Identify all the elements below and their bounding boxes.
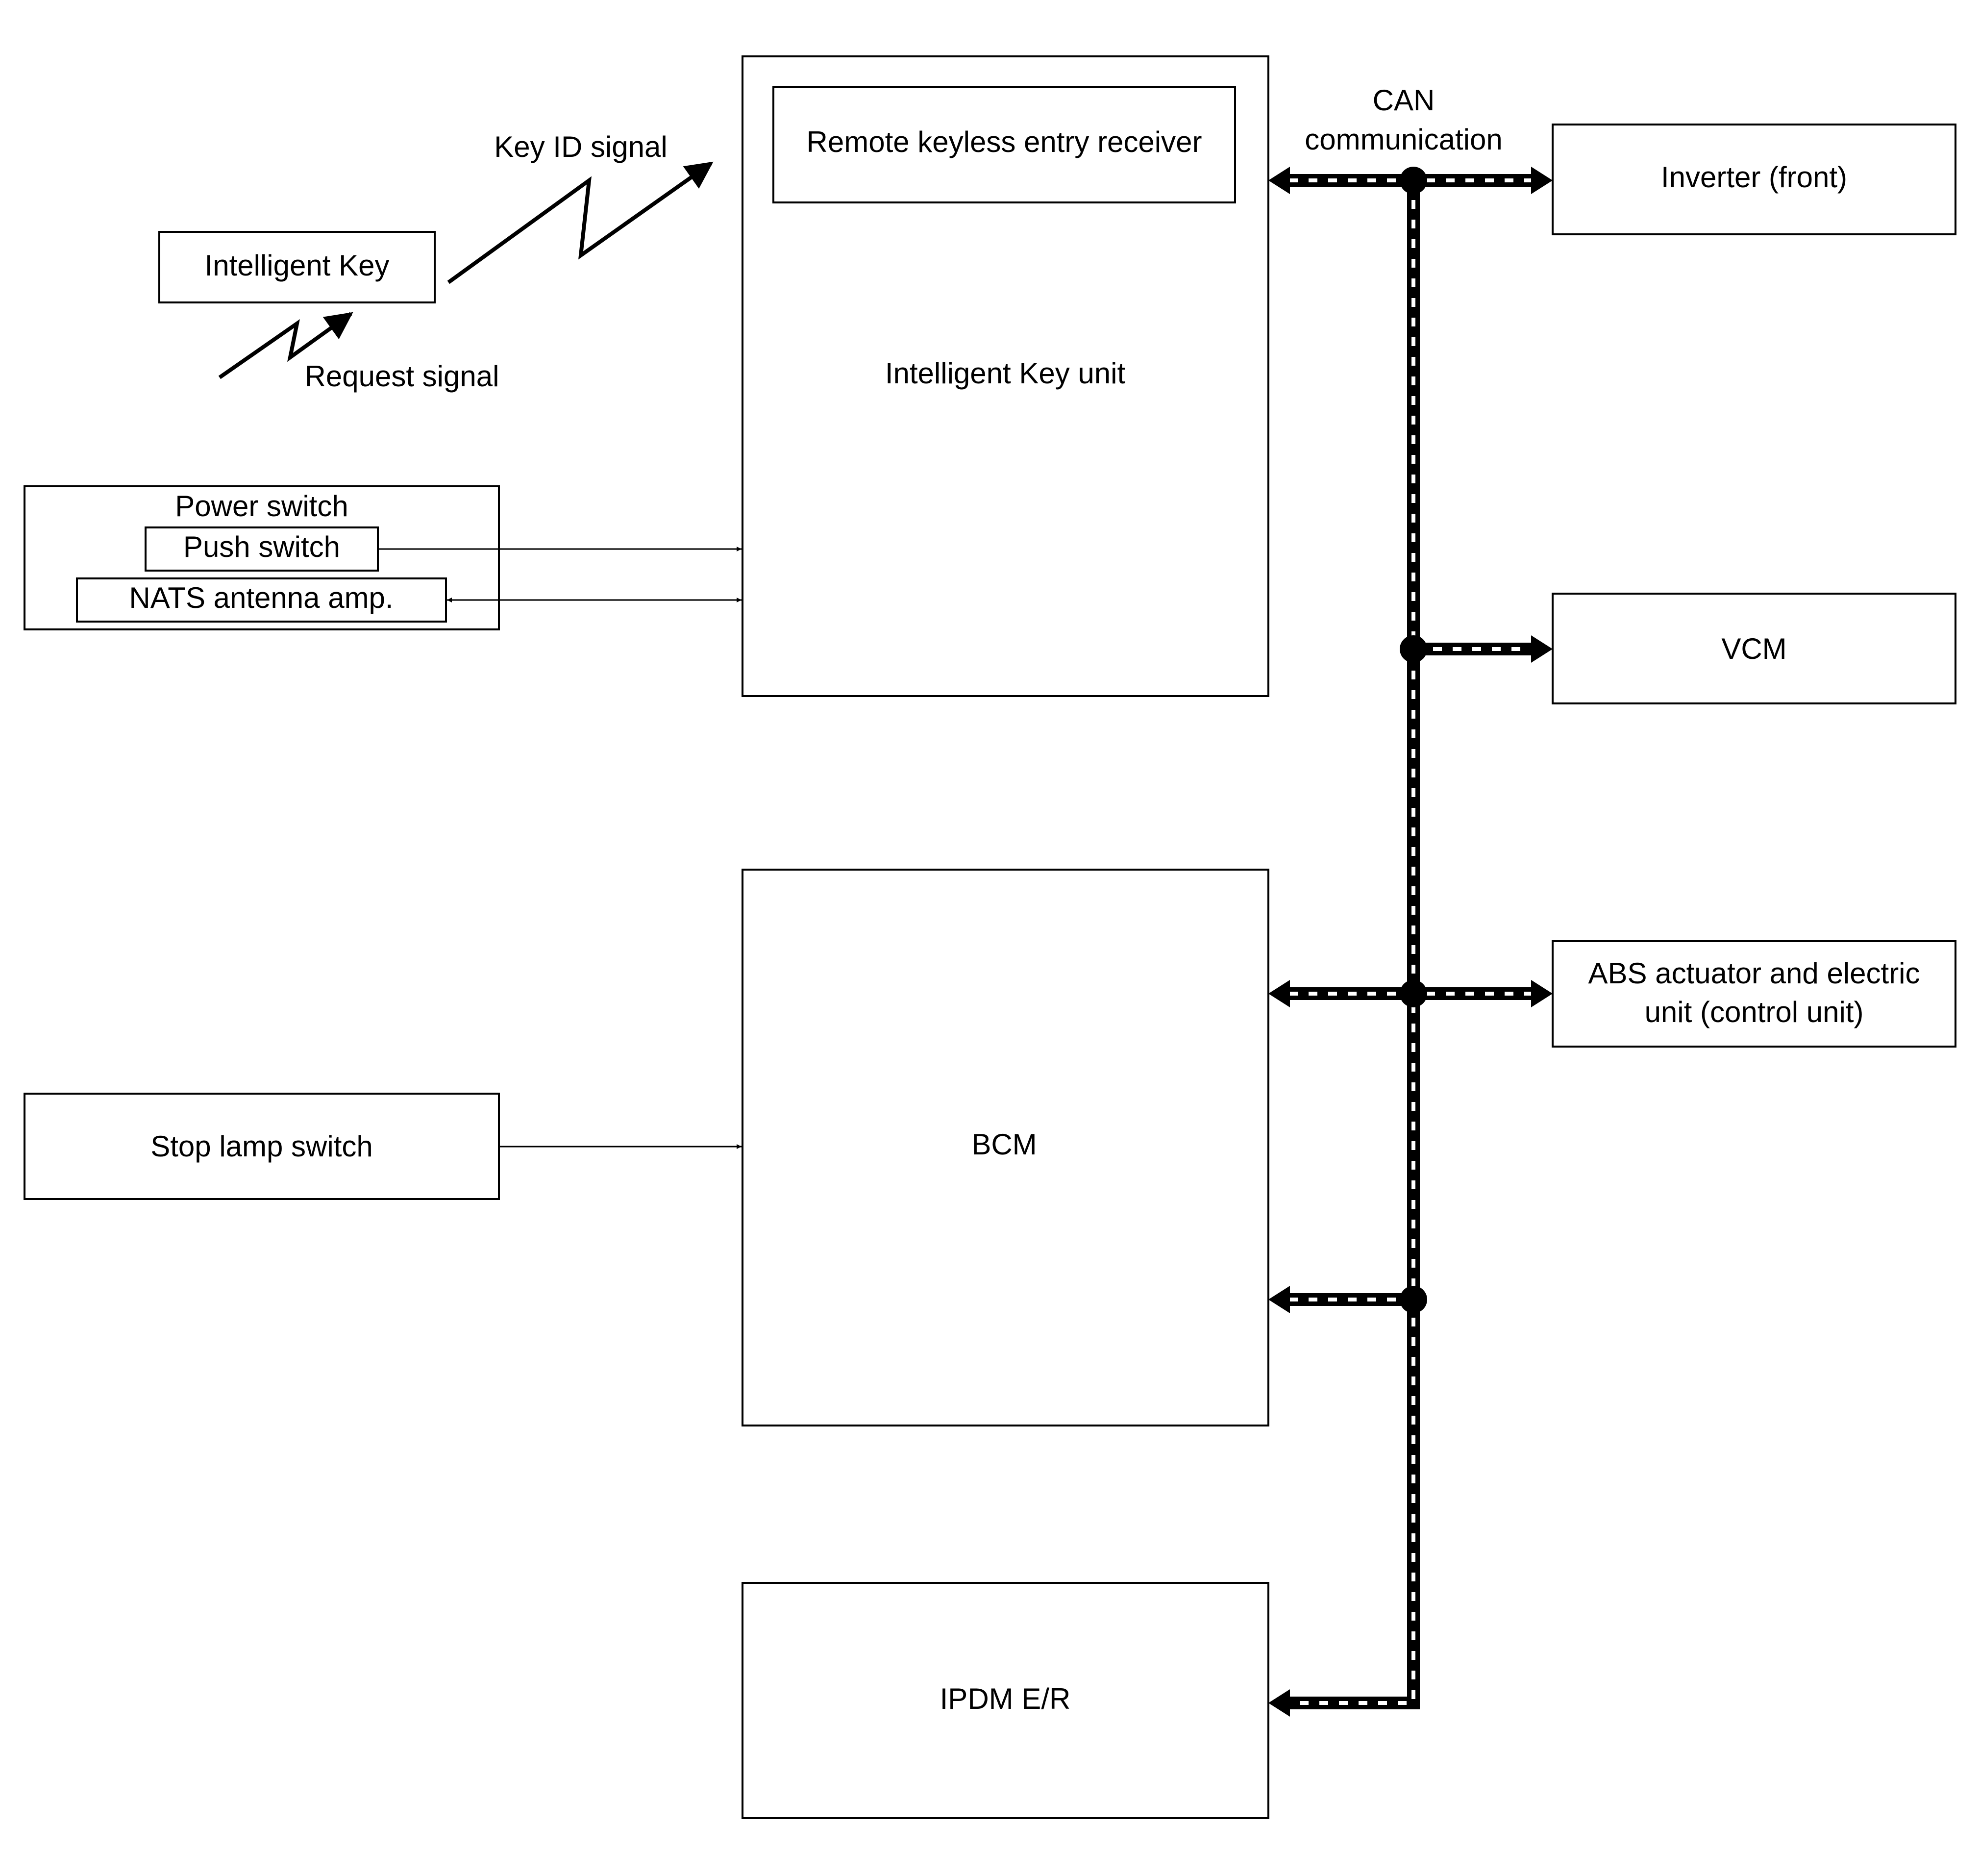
intelligent-key-unit-label: Intelligent Key unit [885,357,1126,390]
can-trunk-line [1289,180,1420,1709]
push-switch-block: Push switch [145,526,379,572]
key-id-signal-label: Key ID signal [494,130,668,163]
can-arrow-inverter [1531,167,1553,194]
request-signal-wave: Request signal [218,312,499,393]
can-arrow-ipdm-er [1268,1689,1290,1717]
push-switch-label: Push switch [183,530,340,563]
inverter-front-block: Inverter (front) [1552,124,1956,235]
request-signal-label: Request signal [305,360,499,393]
ipdm-er-block: IPDM E/R [742,1582,1269,1819]
can-bus [1268,167,1553,1717]
can-junction-dot [1400,635,1427,663]
can-junction-dot [1400,1286,1427,1313]
stop-lamp-switch-label: Stop lamp switch [150,1130,373,1163]
can-label-line2: communication [1305,123,1503,156]
power-switch-label: Power switch [175,490,348,523]
nats-antenna-amp-label: NATS antenna amp. [129,581,393,614]
vcm-label: VCM [1721,632,1786,665]
can-arrow-vcm [1531,635,1553,663]
key-id-signal-wave: Key ID signal [447,130,714,284]
bcm-label: BCM [971,1128,1037,1161]
remote-keyless-entry-receiver-label: Remote keyless entry receiver [807,125,1202,158]
stop-lamp-switch-block: Stop lamp switch [24,1093,500,1200]
intelligent-key-label: Intelligent Key [205,249,390,282]
can-arrow-bcm-lower [1268,1286,1290,1313]
can-arrow-abs [1531,980,1553,1007]
bcm-block: BCM [742,869,1269,1426]
nats-antenna-amp-block: NATS antenna amp. [76,577,447,623]
abs-actuator-block: ABS actuator and electric unit (control … [1552,940,1956,1048]
can-arrow-intelligent-key-unit [1268,167,1290,194]
remote-keyless-entry-receiver-block: Remote keyless entry receiver [772,86,1236,203]
can-label-line1: CAN [1373,84,1435,117]
can-junction-dot [1400,167,1427,194]
ipdm-er-label: IPDM E/R [940,1682,1071,1715]
intelligent-key-block: Intelligent Key [158,231,436,303]
abs-actuator-label-line2: unit (control unit) [1645,996,1864,1028]
abs-actuator-label-line1: ABS actuator and electric [1588,957,1920,990]
can-arrow-bcm-upper [1268,980,1290,1007]
vcm-block: VCM [1552,593,1956,704]
inverter-front-label: Inverter (front) [1661,161,1847,194]
can-junction-dot [1400,980,1427,1007]
